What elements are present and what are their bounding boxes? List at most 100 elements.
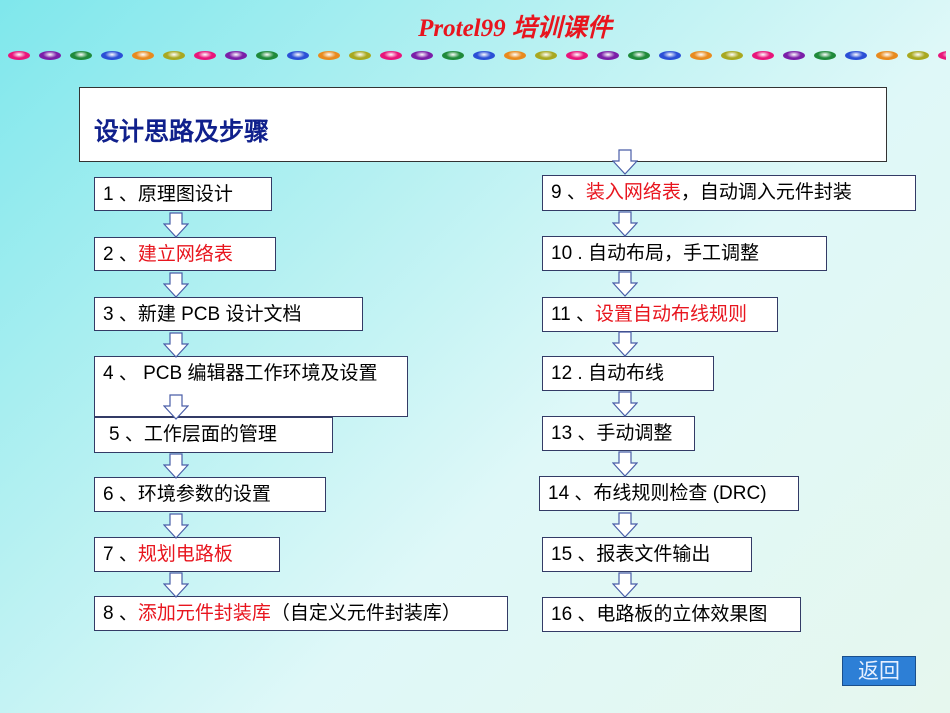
bead-decoration — [504, 51, 526, 60]
bead-decoration — [535, 51, 557, 60]
step-number: 1 、 — [103, 184, 138, 205]
bead-decoration — [473, 51, 495, 60]
bead-decoration — [442, 51, 464, 60]
step-number: 11 、 — [551, 304, 596, 325]
bead-decoration — [938, 51, 946, 60]
step-text-highlight: 规划电路板 — [137, 544, 233, 565]
step-number: 3 、 — [103, 304, 138, 325]
step-text: 手动调整 — [596, 423, 673, 444]
step-text: 布线规则检查 (DRC) — [593, 483, 767, 504]
step-number: 5 、 — [109, 424, 144, 445]
down-arrow-icon — [163, 572, 189, 598]
bead-decoration — [194, 51, 216, 60]
step-12-box: 12 . 自动布线 — [542, 356, 714, 391]
step-text-highlight: 设置自动布线规则 — [595, 304, 748, 325]
bead-decoration — [752, 51, 774, 60]
down-arrow-icon — [163, 513, 189, 539]
step-3-box: 3 、新建 PCB 设计文档 — [94, 297, 363, 331]
step-14-box: 14 、布线规则检查 (DRC) — [539, 476, 799, 511]
down-arrow-icon — [612, 271, 638, 297]
down-arrow-icon — [163, 394, 189, 420]
step-16-box: 16 、电路板的立体效果图 — [542, 597, 801, 632]
bead-decoration — [411, 51, 433, 60]
step-number: 16 、 — [551, 604, 597, 625]
bead-decoration — [628, 51, 650, 60]
step-11-box: 11 、设置自动布线规则 — [542, 297, 778, 332]
bead-decoration — [845, 51, 867, 60]
step-text: 工作层面的管理 — [143, 424, 277, 445]
down-arrow-icon — [163, 453, 189, 479]
step-2-box: 2 、建立网络表 — [94, 237, 276, 271]
section-header-box: 设计思路及步骤 — [79, 87, 887, 162]
step-text: （自定义元件封装库） — [270, 603, 461, 624]
step-number: 10 . — [551, 243, 583, 264]
step-6-box: 6 、环境参数的设置 — [94, 477, 326, 512]
down-arrow-icon — [163, 332, 189, 358]
bead-decoration — [597, 51, 619, 60]
bead-decoration — [380, 51, 402, 60]
section-header-label: 设计思路及步骤 — [94, 118, 270, 146]
step-1-box: 1 、原理图设计 — [94, 177, 272, 211]
bead-decoration — [101, 51, 123, 60]
step-number: 14 、 — [548, 483, 594, 504]
step-text: 原理图设计 — [137, 184, 233, 205]
step-7-box: 7 、规划电路板 — [94, 537, 280, 572]
down-arrow-icon — [612, 572, 638, 598]
step-text-highlight: 添加元件封装库 — [137, 603, 271, 624]
step-text-highlight: 建立网络表 — [137, 244, 233, 265]
step-number: 4 、 — [103, 363, 138, 384]
bead-decoration — [287, 51, 309, 60]
step-10-box: 10 . 自动布局，手工调整 — [542, 236, 827, 271]
step-text: 自动布线 — [582, 363, 664, 384]
step-number: 13 、 — [551, 423, 597, 444]
down-arrow-icon — [612, 149, 638, 175]
down-arrow-icon — [612, 512, 638, 538]
page-title: Protel99 培训课件 — [418, 15, 612, 42]
down-arrow-icon — [163, 272, 189, 298]
step-text: 自动布局，手工调整 — [582, 243, 759, 264]
bead-decoration — [70, 51, 92, 60]
down-arrow-icon — [163, 212, 189, 238]
bead-decoration — [814, 51, 836, 60]
step-number: 8 、 — [103, 603, 138, 624]
step-4-box: 4 、 PCB 编辑器工作环境及设置 — [94, 356, 408, 417]
bead-decoration — [225, 51, 247, 60]
down-arrow-icon — [612, 211, 638, 237]
bead-decoration — [566, 51, 588, 60]
bead-decoration — [318, 51, 340, 60]
step-text: 环境参数的设置 — [137, 484, 271, 505]
bead-decoration — [256, 51, 278, 60]
step-15-box: 15 、报表文件输出 — [542, 537, 752, 572]
bead-decoration — [659, 51, 681, 60]
step-text: PCB 编辑器工作环境及设置 — [137, 363, 378, 384]
step-text: 电路板的立体效果图 — [596, 604, 768, 625]
down-arrow-icon — [612, 391, 638, 417]
bead-decoration — [163, 51, 185, 60]
bead-decoration — [690, 51, 712, 60]
bead-decoration — [876, 51, 898, 60]
bead-decoration — [349, 51, 371, 60]
step-number: 6 、 — [103, 484, 138, 505]
decorative-bead-divider — [8, 46, 946, 66]
step-13-box: 13 、手动调整 — [542, 416, 695, 451]
step-number: 12 . — [551, 363, 583, 384]
step-number: 2 、 — [103, 244, 138, 265]
bead-decoration — [39, 51, 61, 60]
bead-decoration — [8, 51, 30, 60]
step-number: 15 、 — [551, 544, 597, 565]
down-arrow-icon — [612, 451, 638, 477]
step-5-box: 5 、工作层面的管理 — [94, 417, 333, 453]
step-number: 7 、 — [103, 544, 138, 565]
step-8-box: 8 、添加元件封装库（自定义元件封装库） — [94, 596, 508, 631]
bead-decoration — [783, 51, 805, 60]
step-text: 新建 PCB 设计文档 — [137, 304, 302, 325]
step-number: 9 、 — [551, 182, 586, 203]
step-9-box: 9 、装入网络表，自动调入元件封装 — [542, 175, 916, 211]
bead-decoration — [907, 51, 929, 60]
step-text: ，自动调入元件封装 — [680, 182, 852, 203]
bead-decoration — [132, 51, 154, 60]
back-button[interactable]: 返回 — [842, 656, 916, 686]
step-text: 报表文件输出 — [596, 544, 711, 565]
step-text-highlight: 装入网络表 — [585, 182, 681, 203]
down-arrow-icon — [612, 331, 638, 357]
